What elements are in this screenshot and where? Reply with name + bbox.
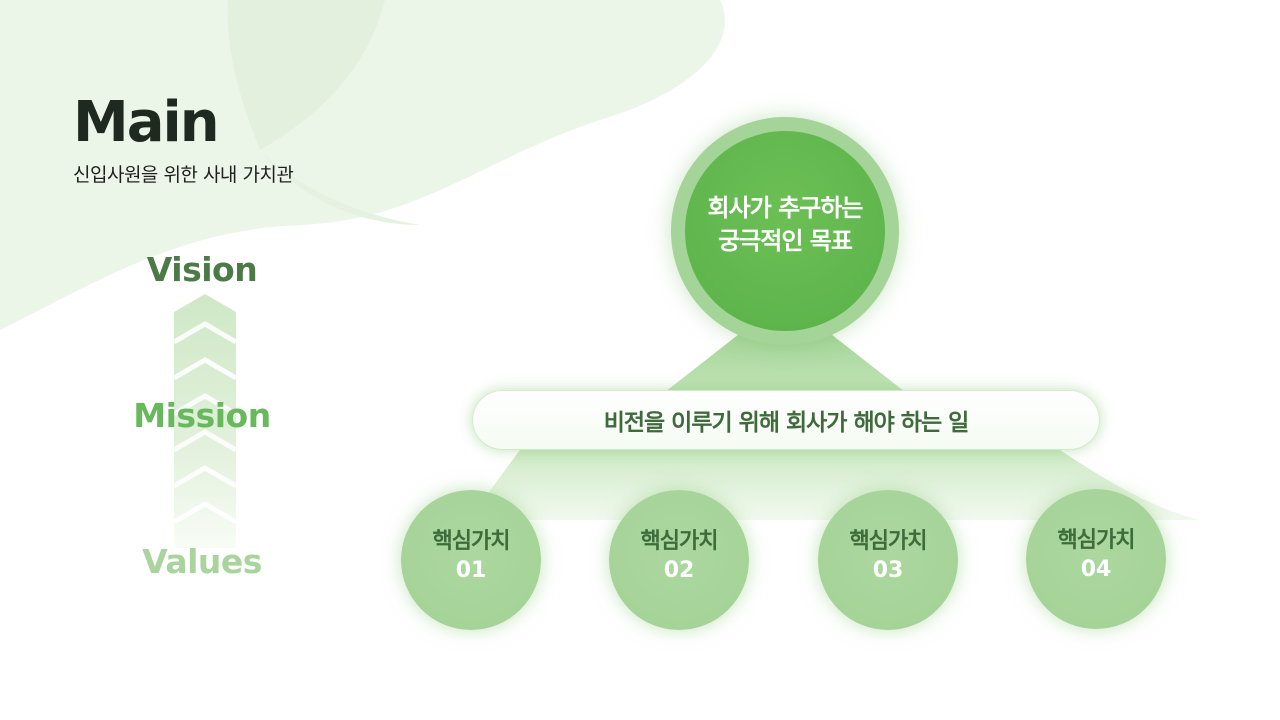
value-number: 04 [1080,557,1112,582]
value-title: 핵심가치 [1057,528,1136,553]
page-title-text: Main [73,90,220,155]
mission-bar: 비전을 이루기 위해 회사가 해야 하는 일 [472,390,1100,450]
value-number: 03 [872,558,904,583]
value-circle-03: 핵심가치 03 [818,490,958,630]
page-subtitle: 신입사원을 위한 사내 가치관 [73,164,294,186]
vision-circle-line1: 회사가 추구하는 [707,194,864,222]
mission-bar-label: 비전을 이루기 위해 회사가 해야 하는 일 [603,410,970,436]
page-title: Main [73,90,220,156]
value-circle-01: 핵심가치 01 [401,490,541,630]
value-title: 핵심가치 [640,529,719,554]
vision-circle-line2: 궁극적인 목표 [718,227,853,255]
vision-circle: 회사가 추구하는 궁극적인 목표 [685,131,885,331]
ladder-label-values: Values [142,542,262,581]
ladder-label-vision: Vision [146,250,258,289]
ladder-label-mission: Mission [133,396,271,435]
value-circle-02: 핵심가치 02 [609,490,749,630]
value-number: 01 [455,558,487,583]
value-title: 핵심가치 [432,529,511,554]
chevron-up-arrow-icon [172,294,238,548]
value-circle-04: 핵심가치 04 [1026,489,1166,629]
value-number: 02 [663,558,695,583]
header: Main 신입사원을 위한 사내 가치관 [73,90,294,187]
value-title: 핵심가치 [849,529,928,554]
